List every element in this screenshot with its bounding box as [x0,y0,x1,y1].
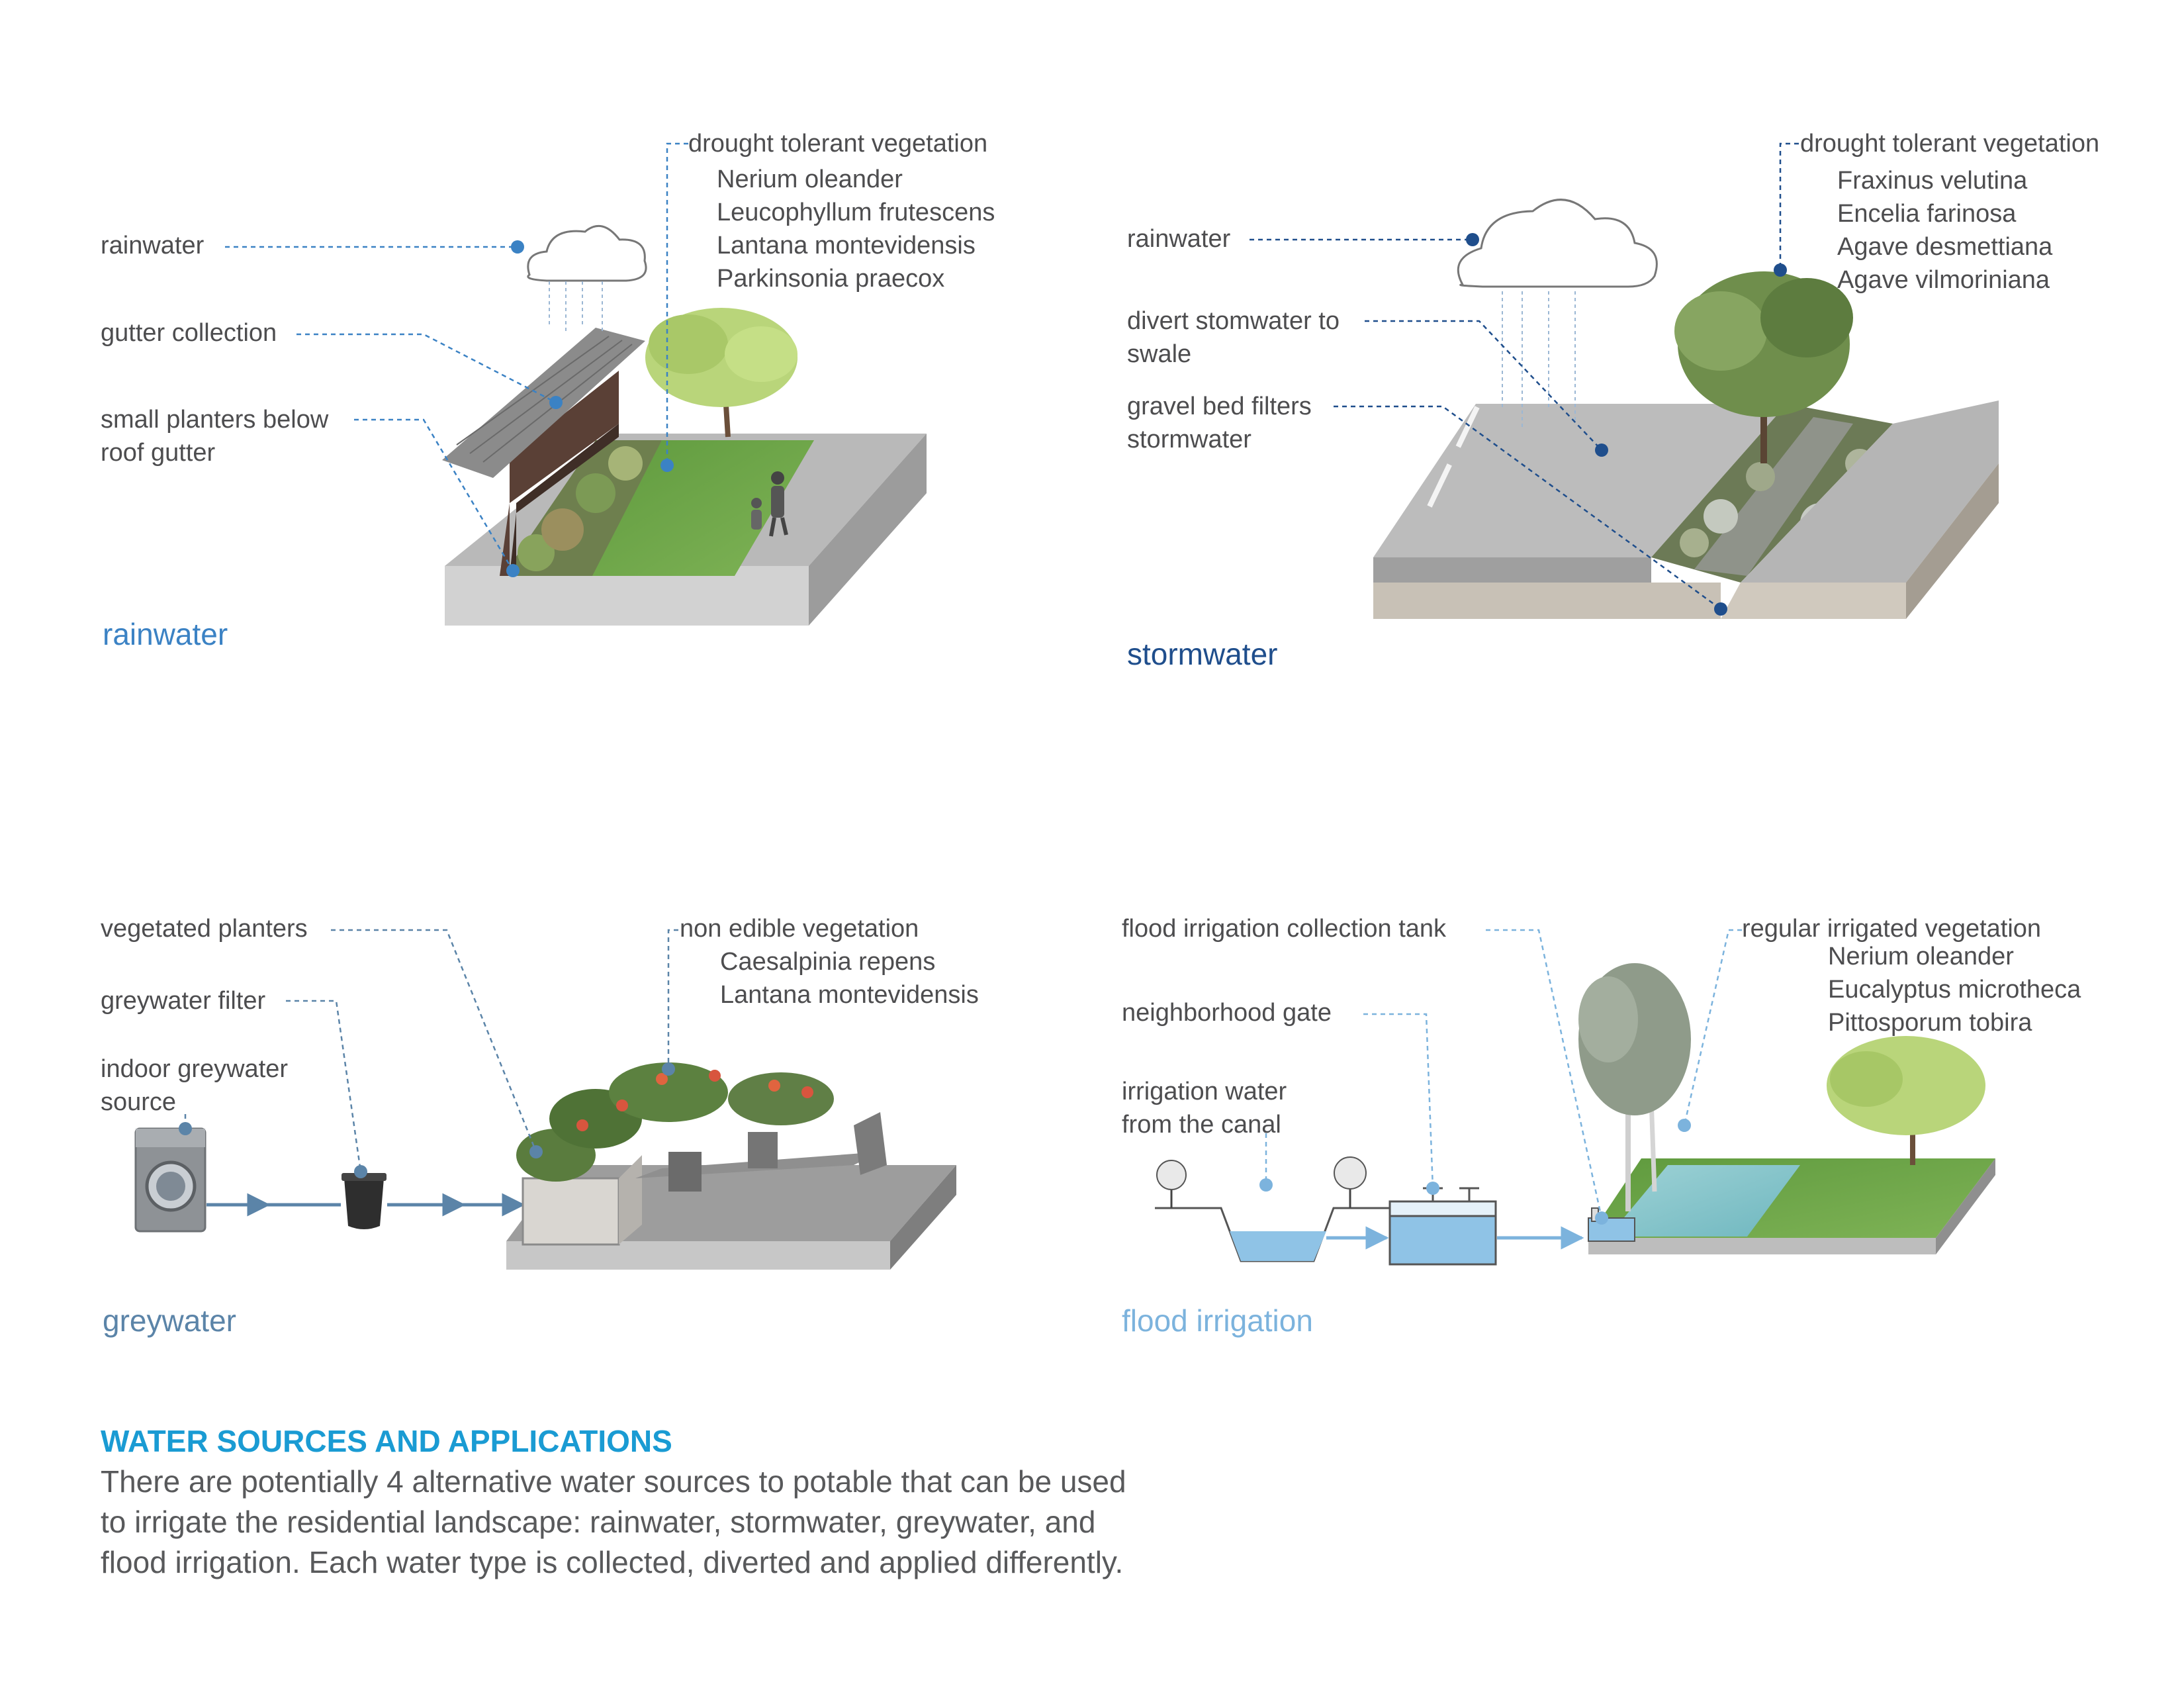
label-greywater-filter: greywater filter [101,987,266,1015]
label-canal-line1: irrigation water [1122,1078,1287,1105]
species-item: Lantana montevidensis [720,981,979,1009]
species-item: Nerium oleander [717,165,903,193]
slab-side-face [809,434,927,626]
slab-front-face [445,566,809,626]
species-list-flood: Nerium oleander Eucalyptus microtheca Pi… [1828,940,2081,1039]
species-item: Agave vilmoriniana [1837,266,2050,294]
label-gutter-collection: gutter collection [101,319,277,347]
panel-rainwater-illustration [225,142,927,626]
canal-icon [1155,1156,1400,1262]
panel-stormwater-illustration [1250,142,1999,619]
label-divert-line1: divert stomwater to [1127,307,1340,335]
label-indoor-source-line1: indoor greywater [101,1055,289,1083]
label-gravel-line2: stormwater [1127,426,1251,453]
bench-icon [635,1112,887,1192]
cloud-icon [1457,199,1658,430]
label-gravel-line1: gravel bed filters [1127,393,1312,420]
panel-title-rainwater: rainwater [103,617,228,651]
label-vegetated-planters: vegetated planters [101,915,308,943]
tank-icon [1388,1187,1497,1266]
label-small-planters-line1: small planters below [101,406,329,434]
species-item: Agave desmettiana [1837,233,2053,261]
summary-heading: WATER SOURCES AND APPLICATIONS [101,1424,672,1458]
label-indoor-source-line2: source [101,1088,177,1116]
species-item: Nerium oleander [1828,943,2014,970]
label-divert-line2: swale [1127,340,1192,368]
panel-title-greywater: greywater [103,1303,236,1338]
panel-title-flood-irrigation: flood irrigation [1122,1303,1313,1338]
species-item: Leucophyllum frutescens [717,199,995,226]
lawn [582,440,814,576]
vegetation-heading-greywater: non edible vegetation [680,915,919,943]
panel-flood-irrigation-illustration [1155,929,1995,1266]
label-neighborhood-gate: neighborhood gate [1122,999,1332,1027]
vegetation-heading-rainwater: drought tolerant vegetation [688,130,988,158]
roof-icon [442,328,645,478]
label-rainwater-storm: rainwater [1127,225,1231,253]
building-wall [500,371,619,576]
planter-icon [516,1062,834,1246]
tree-icon [1674,271,1853,463]
species-list-stormwater: Fraxinus velutina Encelia farinosa Agave… [1837,164,2052,297]
summary-text: There are potentially 4 alternative wate… [101,1464,1126,1579]
tree-icon [1156,1156,1367,1208]
species-item: Parkinsonia praecox [717,265,945,293]
species-item: Eucalyptus microtheca [1828,976,2081,1004]
species-item: Caesalpinia repens [720,948,936,976]
label-small-planters-line2: roof gutter [101,439,216,467]
species-item: Fraxinus velutina [1837,167,2028,195]
vegetation-heading-stormwater: drought tolerant vegetation [1800,130,2100,158]
species-item: Lantana montevidensis [717,232,976,259]
species-list-rainwater: Nerium oleander Leucophyllum frutescens … [717,163,995,295]
label-collection-tank: flood irrigation collection tank [1122,915,1447,943]
panel-greywater-illustration [134,929,956,1270]
species-item: Encelia farinosa [1837,200,2017,228]
label-canal-line2: from the canal [1122,1111,1281,1139]
washing-machine-icon [134,1127,206,1233]
filter-icon [341,1173,387,1229]
road-icon [1373,404,1787,557]
tree-icon [1578,963,1985,1211]
species-list-greywater: Caesalpinia repens Lantana montevidensis [720,945,979,1011]
vegetation-heading-flood: regular irrigated vegetation [1742,915,2042,943]
tree-icon [645,308,797,438]
panel-title-stormwater: stormwater [1127,637,1278,671]
label-rainwater: rainwater [101,232,205,259]
person-icon [751,471,788,537]
species-item: Pittosporum tobira [1828,1009,2032,1037]
cloud-icon [527,225,647,334]
